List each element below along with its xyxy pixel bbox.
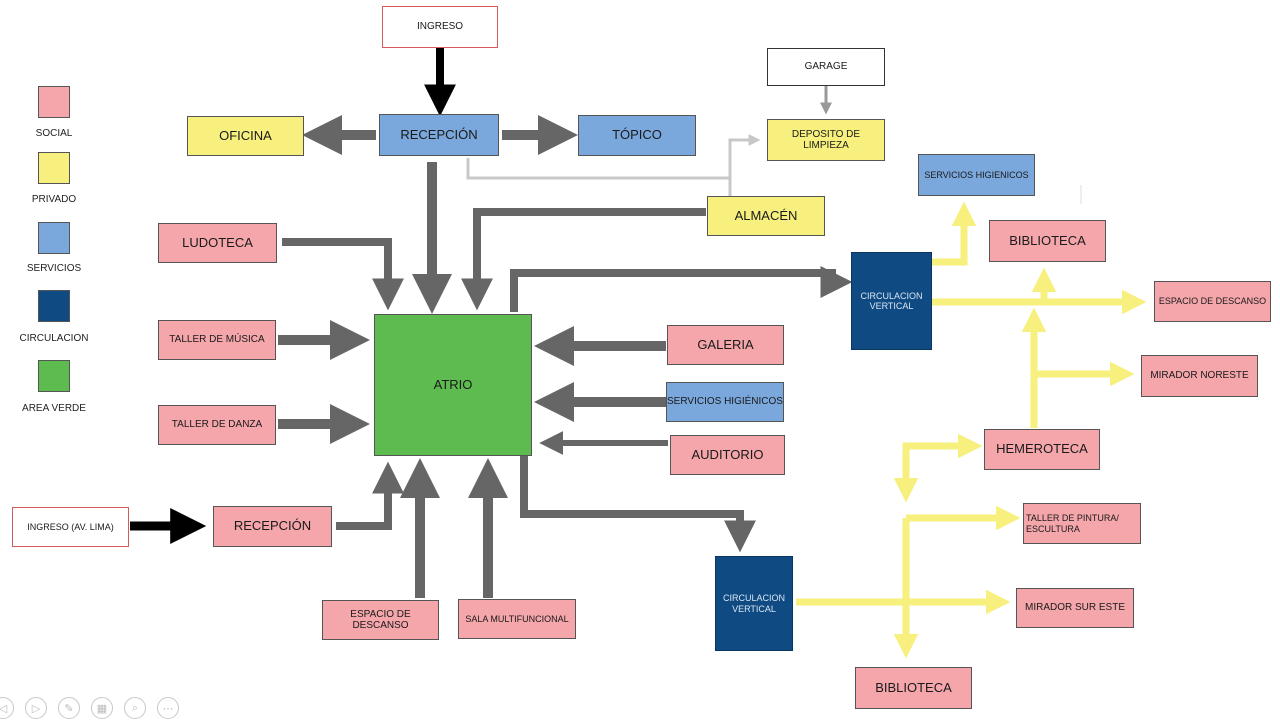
node-hemeroteca: HEMEROTECA: [984, 429, 1100, 470]
node-garage: GARAGE: [767, 48, 885, 86]
node-ingreso-top: INGRESO: [382, 6, 498, 48]
legend-label-servicios: SERVICIOS: [26, 263, 82, 274]
legend-swatch-circulacion: [38, 290, 70, 322]
flow-circulacion-servicios-top: [932, 201, 977, 266]
node-taller-musica: TALLER DE MÚSICA: [158, 320, 276, 360]
node-recepcion-bottom: RECEPCIÓN: [213, 506, 332, 547]
next-icon[interactable]: ▷: [25, 697, 47, 719]
node-topico: TÓPICO: [578, 115, 696, 156]
arrow-ludoteca-atrio: [282, 238, 404, 311]
node-biblioteca-top: BIBLIOTECA: [989, 220, 1106, 262]
node-galeria: GALERIA: [667, 325, 784, 365]
legend-label-area-verde: AREA VERDE: [22, 403, 86, 414]
node-circulacion-vertical-bottom: CIRCULACION VERTICAL: [715, 556, 793, 651]
zoom-icon[interactable]: ⌕: [124, 697, 146, 719]
node-circulacion-vertical-top: CIRCULACION VERTICAL: [851, 252, 932, 350]
arrow-atrio-circulacion-bottom: [520, 456, 756, 553]
legend-label-circulacion: CIRCULACION: [19, 333, 89, 344]
node-taller-danza: TALLER DE DANZA: [158, 405, 276, 445]
node-almacen: ALMACÉN: [707, 196, 825, 236]
slides-icon[interactable]: ▦: [91, 697, 113, 719]
node-recepcion-top: RECEPCIÓN: [379, 114, 499, 156]
legend-swatch-servicios: [38, 222, 70, 254]
node-deposito-limpieza: DEPOSITO DE LIMPIEZA: [767, 119, 885, 161]
node-espacio-descanso-bottom: ESPACIO DE DESCANSO: [322, 600, 439, 640]
node-sala-multifuncional: SALA MULTIFUNCIONAL: [458, 599, 576, 639]
node-espacio-descanso-right: ESPACIO DE DESCANSO: [1154, 281, 1271, 322]
legend-label-social: SOCIAL: [35, 128, 73, 139]
node-auditorio: AUDITORIO: [670, 435, 785, 475]
node-biblioteca-bottom: BIBLIOTECA: [855, 667, 972, 709]
node-oficina: OFICINA: [187, 116, 304, 156]
pen-icon[interactable]: ✎: [58, 697, 80, 719]
more-icon[interactable]: ⋯: [157, 697, 179, 719]
legend-swatch-social: [38, 86, 70, 118]
node-servicios-higienicos-mid: SERVICIOS HIGIÉNICOS: [666, 382, 784, 422]
arrow-atrio-circulacion-top: [510, 269, 836, 312]
flow-hemeroteca-loop: [893, 442, 970, 503]
node-ingreso-av-lima: INGRESO (AV. LIMA): [12, 507, 129, 547]
arrow-almacen-atrio: [461, 208, 706, 311]
node-atrio: ATRIO: [374, 314, 532, 456]
legend-swatch-privado: [38, 152, 70, 184]
node-mirador-sur-este: MIRADOR SUR ESTE: [1016, 588, 1134, 628]
node-taller-pintura-escultura: TALLER DE PINTURA/ ESCULTURA: [1023, 503, 1141, 544]
legend-swatch-area-verde: [38, 360, 70, 392]
node-servicios-higienicos-top: SERVICIOS HIGIENICOS: [918, 154, 1035, 196]
node-mirador-noreste: MIRADOR NORESTE: [1141, 355, 1258, 397]
legend-label-privado: PRIVADO: [31, 194, 77, 205]
node-ludoteca: LUDOTECA: [158, 223, 277, 263]
arrow-recepcion-bottom-atrio: [336, 461, 404, 530]
